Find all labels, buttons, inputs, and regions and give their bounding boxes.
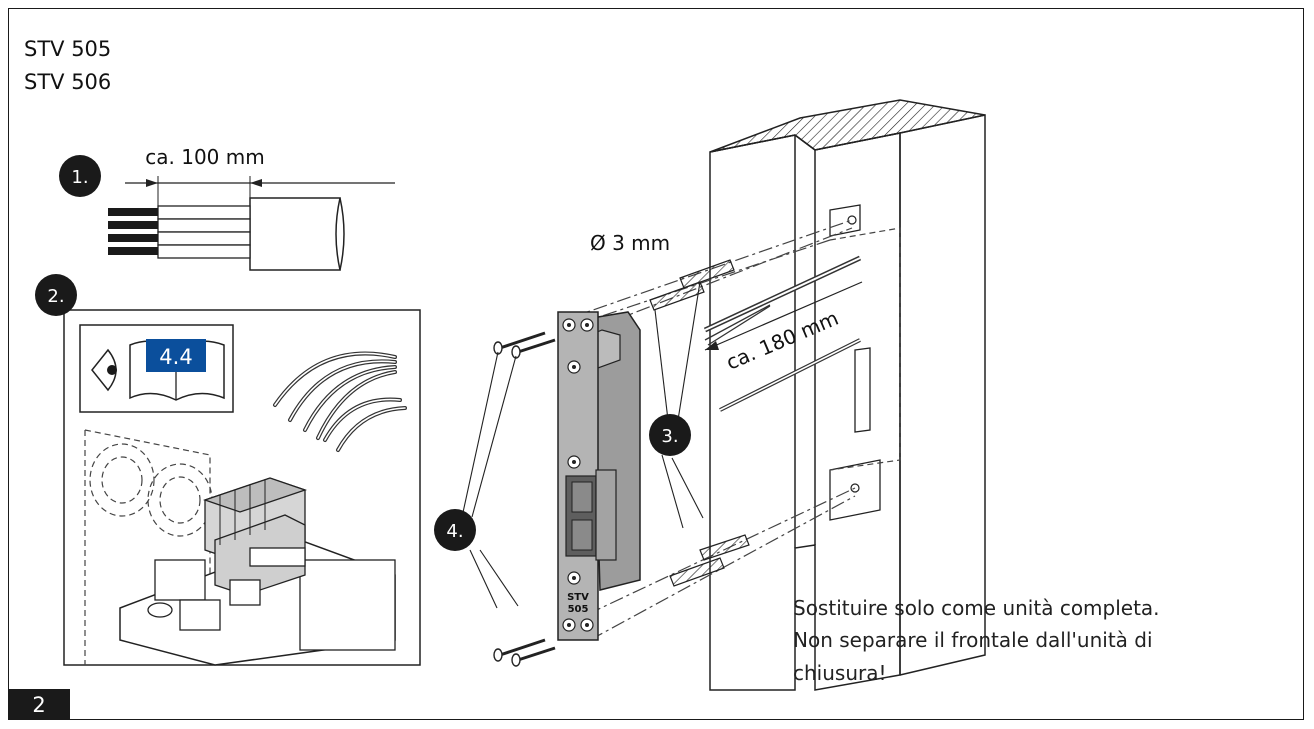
step-2-label: 2.: [47, 286, 64, 307]
step-4-badge: [434, 509, 476, 551]
strip-length-label: ca. 100 mm: [145, 145, 264, 169]
model-label-1: STV 505: [24, 37, 112, 61]
note-line-3: chiusura!: [793, 661, 887, 685]
step-4-label: 4.: [446, 521, 463, 542]
note-line-2: Non separare il frontale dall'unità di: [793, 628, 1153, 652]
manual-section-label: 4.4: [159, 345, 192, 369]
figure-number-badge: 2: [8, 689, 70, 720]
screws: [493, 331, 556, 667]
step-3-label: 3.: [661, 426, 678, 447]
door-frame: [703, 99, 986, 691]
note-line-1: Sostituire solo come unità completa.: [793, 596, 1160, 620]
leader-lines: [461, 281, 704, 609]
device-label-line2: 505: [568, 604, 589, 615]
device-label-line1: STV: [567, 592, 589, 603]
cable-strip-detail: 1. ca. 100 mm: [59, 145, 395, 271]
model-label-2: STV 506: [24, 70, 112, 94]
electric-strike: STV 505: [557, 311, 641, 641]
terminal-connection-inset: 2. 4.4: [35, 274, 421, 666]
drill-diameter-label: Ø 3 mm: [590, 231, 670, 255]
figure-frame: [8, 8, 1304, 720]
step-1-badge: [59, 155, 101, 197]
step-1-label: 1.: [71, 167, 88, 188]
step-2-badge: [35, 274, 77, 316]
step-3-badge: [649, 414, 691, 456]
manual-reference-icon: 4.4: [79, 324, 234, 413]
wall-plugs: [649, 259, 750, 587]
